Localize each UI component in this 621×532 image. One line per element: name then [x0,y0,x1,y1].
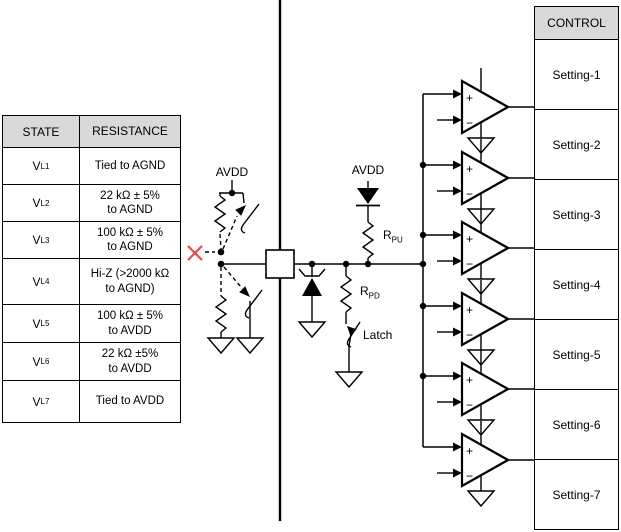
comparator-2 [423,139,534,224]
rpu-label: RPU [383,228,403,244]
avdd-node-dot [228,189,236,197]
resistance-cell-vl1: Tied to AGND [80,148,180,185]
strap-node-lower-dot [217,260,225,268]
latch-label: Latch [363,328,393,342]
latch-switch-arrow-icon [347,326,357,336]
programmable-pulldown-arrow-icon [239,286,250,297]
zener-bar-icon [298,268,326,277]
control-row-setting-2: Setting-2 [535,110,618,180]
comparator-4 [423,280,534,365]
resistance-column-header: RESISTANCE [80,116,180,148]
control-table: CONTROL Setting-1 Setting-2 Setting-3 Se… [534,6,619,530]
comparator-1 [423,68,534,153]
resistance-cell-vl4: Hi-Z (>2000 kΩ to AGND) [80,259,180,305]
resistance-cell-vl7: Tied to AVDD [95,395,165,408]
pullup-resistor-icon [214,195,226,233]
control-row-setting-7: Setting-7 [552,487,601,502]
pin-box [265,249,295,279]
ground-icon [236,337,264,354]
state-column-header: STATE [3,116,80,148]
avdd-label-left: AVDD [215,165,249,179]
pulldown-resistor-icon [215,295,227,333]
avdd-diode-icon [357,188,379,204]
control-row-setting-4: Setting-4 [535,250,618,320]
control-header: CONTROL [535,7,618,40]
control-row-setting-1: Setting-1 [535,40,618,110]
comparator-6 [423,421,534,506]
resistance-cell-vl6: 22 kΩ ±5% to AVDD [80,343,180,381]
control-row-setting-3: Setting-3 [535,180,618,250]
internal-network [294,181,427,388]
rpd-label-sub: PD [368,291,380,301]
left-strap-network [187,180,266,354]
resistance-cell-vl3: 100 kΩ ± 5% to AGND [80,222,180,259]
rpu-label-base: R [383,228,392,242]
esd-zener-icon [302,278,322,296]
rpd-resistor-icon [340,275,352,313]
rpd-label: RPD [360,284,380,300]
x-mark-icon [187,245,203,261]
programmable-pullup-arrow-icon [235,205,246,216]
avdd-label-right: AVDD [351,163,385,177]
resistance-cell-vl5: 100 kΩ ± 5% to AVDD [80,305,180,343]
rpd-label-base: R [360,284,369,298]
control-row-setting-6: Setting-6 [535,390,618,460]
rpu-label-sub: PU [391,235,403,245]
rpu-resistor-icon [362,221,374,259]
ground-icon [298,321,326,338]
control-row-setting-5: Setting-5 [535,320,618,390]
ground-icon [207,337,235,354]
strap-node-upper-dot [217,248,225,256]
ground-icon [335,371,363,388]
resistance-cell-vl2: 22 kΩ ± 5% to AGND [80,185,180,222]
signal-bus [419,94,427,447]
